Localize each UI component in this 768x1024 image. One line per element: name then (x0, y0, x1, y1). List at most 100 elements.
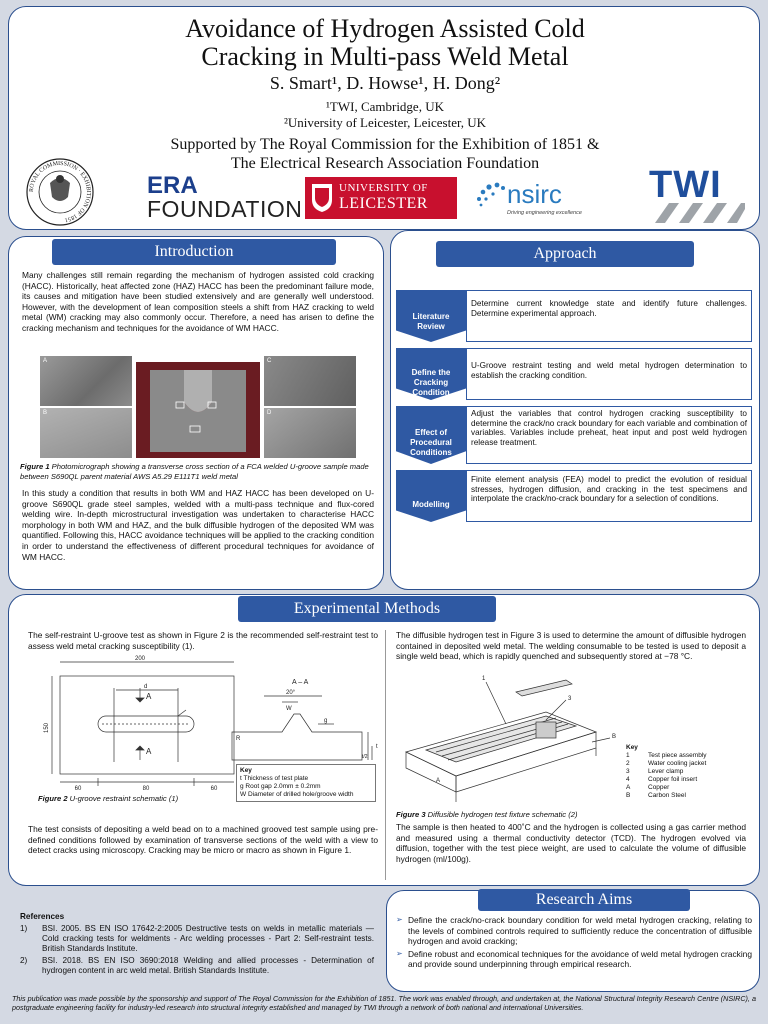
introduction-paragraph-2: In this study a condition that results i… (22, 488, 374, 562)
figure-3-key-title: Key (626, 744, 638, 751)
figure-2-key-w: W Diameter of drilled hole/groove width (240, 791, 354, 798)
references-section: References 1) BSI. 2005. BS EN ISO 17642-… (20, 912, 374, 976)
methods-column-divider (385, 630, 386, 880)
poster-title: Avoidance of Hydrogen Assisted Cold Crac… (9, 15, 761, 71)
micrograph-a: A (40, 356, 132, 406)
micrograph-c-label: C (267, 358, 272, 364)
figure-3-key-desc: Lever clamp (648, 768, 684, 775)
research-aims-list: Define the crack/no-crack boundary condi… (396, 915, 752, 972)
dim-200: 200 (135, 656, 146, 662)
twi-logo: TWI (649, 164, 745, 223)
figure-2-label: Figure 2 (38, 794, 68, 803)
approach-step-2-label: Define the Cracking Condition (411, 368, 451, 397)
figure-3-caption: Figure 3 Diffusible hydrogen test fixtur… (396, 810, 746, 820)
research-aim-item: Define robust and economical techniques … (396, 949, 752, 970)
approach-step-define-cracking: Define the Cracking Condition U-Groove r… (396, 348, 752, 400)
figure-3-key-code: 4 (626, 776, 630, 783)
nsirc-logo-text: nsirc (507, 179, 562, 209)
figure-3-key-desc: Copper (648, 784, 670, 791)
twi-stripes-icon (655, 203, 745, 223)
leicester-logo-top: UNIVERSITY OF (339, 182, 428, 194)
figure-1-label: Figure 1 (20, 462, 50, 471)
reference-number: 2) (20, 956, 28, 965)
approach-step-3-text: Adjust the variables that control hydrog… (466, 406, 752, 464)
leicester-logo: UNIVERSITY OF LEICESTER (305, 177, 457, 219)
micrograph-a-label: A (43, 358, 48, 364)
approach-step-3-label: Effect of Procedural Conditions (410, 428, 452, 457)
fig3-callout-a: A (436, 778, 440, 784)
groove-width-w: W (286, 706, 292, 712)
research-aim-item: Define the crack/no-crack boundary condi… (396, 915, 752, 947)
micrograph-b: B (40, 408, 132, 458)
figure-1-caption: Figure 1 Photomicrograph showing a trans… (20, 462, 376, 481)
approach-step-4-label: Modelling (412, 500, 450, 509)
micrograph-b-label: B (43, 410, 48, 416)
affiliation-1: ¹TWI, Cambridge, UK (326, 99, 444, 114)
figure-3-key-item: B Carbon Steel (626, 792, 756, 800)
dim-150: 150 (44, 722, 50, 733)
dim-60-left: 60 (75, 786, 82, 792)
leicester-shield-icon (312, 184, 332, 212)
figure-3-hydrogen-fixture-schematic: 1 3 B A (405, 676, 616, 802)
figure-1-caption-text: Photomicrograph showing a transverse cro… (20, 462, 369, 481)
twi-logo-text: TWI (649, 164, 722, 206)
header-panel: Avoidance of Hydrogen Assisted Cold Crac… (8, 6, 760, 230)
approach-step-literature-review: Literature Review Determine current know… (396, 290, 752, 342)
support-line-2: The Electrical Research Association Foun… (230, 155, 540, 172)
figure-3-label: Figure 3 (396, 810, 426, 819)
figure-3-key-item: 4 Copper foil insert (626, 776, 756, 784)
fig3-callout-1: 1 (482, 676, 486, 682)
introduction-heading: Introduction (52, 239, 336, 265)
dim-d: d (144, 684, 147, 690)
groove-angle: 20° (286, 690, 296, 696)
experimental-methods-panel (8, 594, 760, 886)
reference-text: BSI. 2005. BS EN ISO 17642-2:2005 Destru… (42, 924, 374, 953)
figure-3-key-desc: Copper foil insert (648, 776, 698, 783)
section-marker-bottom: A (146, 747, 152, 756)
approach-step-modelling: Modelling Finite element analysis (FEA) … (396, 470, 752, 522)
nsirc-dots-icon (477, 182, 505, 207)
support-line-1: Supported by The Royal Commission for th… (170, 136, 600, 153)
approach-step-2-text: U-Groove restraint testing and weld meta… (466, 348, 752, 400)
dim-60-right: 60 (211, 786, 218, 792)
era-foundation-logo: ERA FOUNDATION (147, 174, 303, 222)
fig3-callout-b: B (612, 734, 616, 740)
research-aims-heading: Research Aims (478, 889, 690, 911)
royal-commission-seal-logo: ROYAL COMMISSION · EXHIBITION OF 1851 (26, 158, 94, 226)
figure-3-key-item: 3 Lever clamp (626, 768, 756, 776)
figure-2-caption: Figure 2 U-groove restraint schematic (1… (38, 794, 238, 804)
era-logo-bottom: FOUNDATION (147, 196, 303, 222)
figure-3-key-code: 2 (626, 760, 630, 767)
figure-2-key-title: Key (240, 767, 252, 774)
methods-left-paragraph-1: The self-restraint U-groove test as show… (28, 630, 378, 651)
macrograph-cross-section (136, 362, 260, 458)
title-line-2: Cracking in Multi-pass Weld Metal (201, 42, 569, 71)
methods-left-paragraph-2: The test consists of depositing a weld b… (28, 824, 378, 856)
figure-3-caption-text: Diffusible hydrogen test fixture schemat… (425, 810, 578, 819)
approach-step-4-text: Finite element analysis (FEA) model to p… (466, 470, 752, 522)
approach-step-1-label: Literature Review (412, 312, 450, 331)
title-line-1: Avoidance of Hydrogen Assisted Cold (185, 14, 585, 43)
reference-text: BSI. 2018. BS EN ISO 3690:2018 Welding a… (42, 956, 374, 975)
micrograph-d: D (264, 408, 356, 458)
nsirc-tagline: Driving engineering excellence (507, 210, 582, 216)
figure-3-key-desc: Carbon Steel (648, 792, 686, 799)
methods-right-paragraph-2: The sample is then heated to 400˚C and t… (396, 822, 746, 864)
root-gap-g: g (324, 718, 327, 724)
figure-3-key-code: A (626, 784, 631, 791)
figure-3-key-code: 3 (626, 768, 630, 775)
references-heading: References (20, 912, 65, 921)
figure-2-key: Key t Thickness of test plate g Root gap… (236, 764, 376, 802)
figure-2-u-groove-schematic: 200 d 150 60 80 60 A A A – A 20° W g t t… (44, 656, 378, 792)
leicester-logo-bottom: LEICESTER (339, 195, 428, 212)
figure-3-key-code: B (626, 792, 631, 799)
methods-right-paragraph-1: The diffusible hydrogen test in Figure 3… (396, 630, 746, 662)
dim-80: 80 (143, 786, 150, 792)
figure-2-key-g: g Root gap 2.0mm ± 0.2mm (240, 783, 321, 790)
reference-number: 1) (20, 924, 28, 933)
affiliation-2: ²University of Leicester, Leicester, UK (283, 115, 487, 130)
references-list: 1) BSI. 2005. BS EN ISO 17642-2:2005 Dest… (20, 924, 374, 976)
reference-item: 1) BSI. 2005. BS EN ISO 17642-2:2005 Dest… (20, 924, 374, 954)
reference-item: 2) BSI. 2018. BS EN ISO 3690:2018 Welding… (20, 956, 374, 976)
